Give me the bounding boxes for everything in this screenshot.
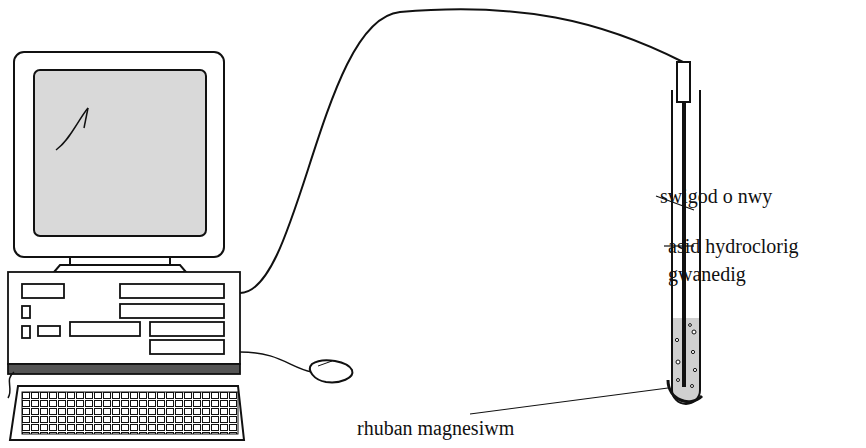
leader-lines (470, 196, 694, 414)
data-cable (240, 9, 683, 293)
computer-case (8, 272, 240, 374)
mouse (240, 352, 352, 382)
monitor (14, 52, 224, 272)
magnesium-ribbon (668, 380, 702, 402)
keyboard (8, 372, 244, 440)
gas-label: swigod o nwy (660, 182, 860, 210)
ribbon-label: rhuban magnesiwm (357, 414, 617, 442)
acid-label: asid hydroclorig gwanedig (668, 232, 836, 288)
gas-bubbles (675, 324, 696, 388)
sensor-probe (677, 62, 690, 387)
